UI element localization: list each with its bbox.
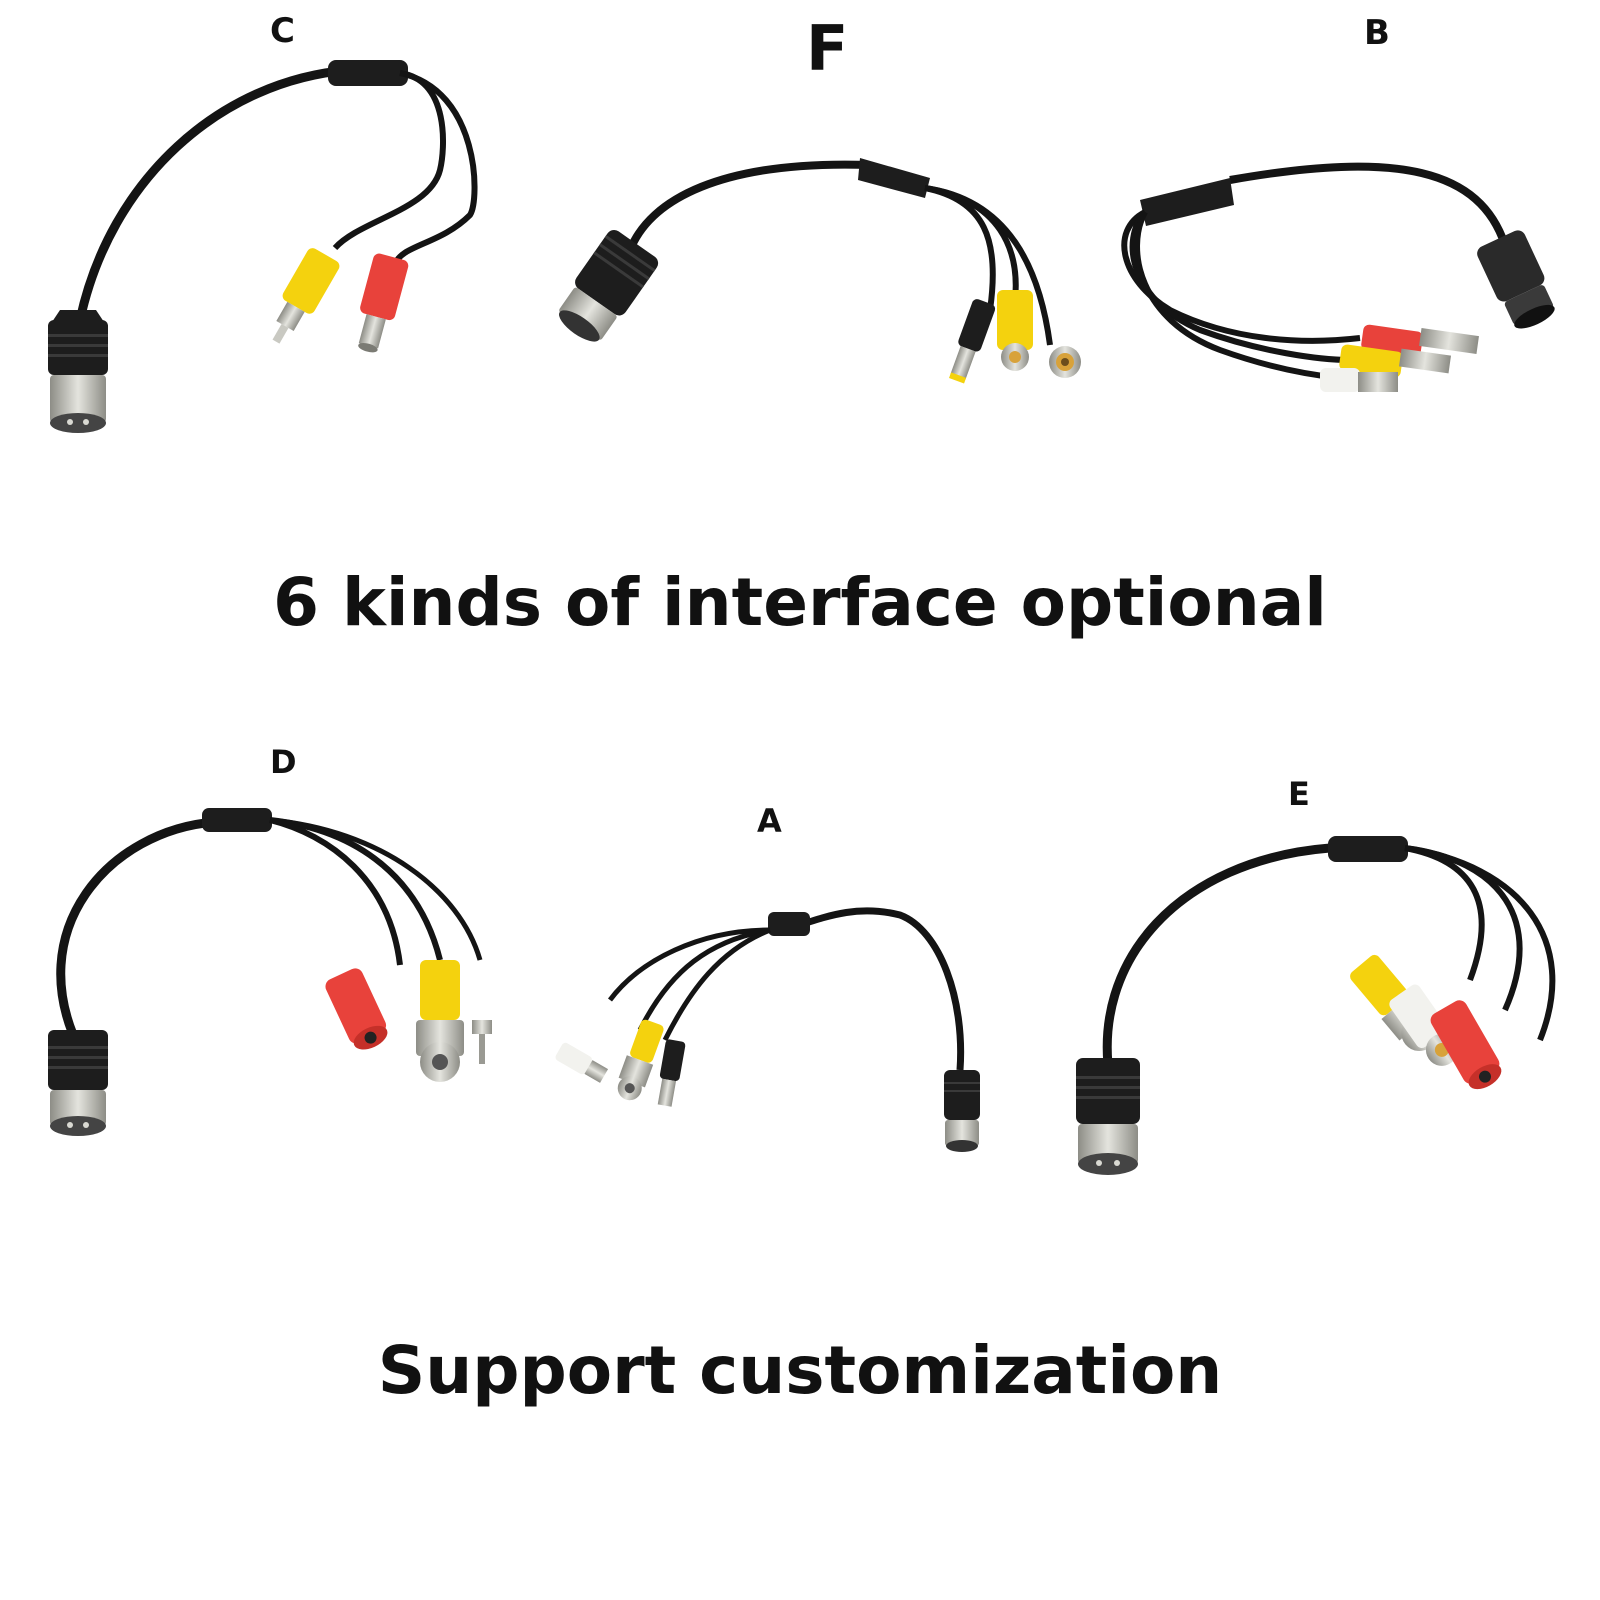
pin-plug-d [472,1020,492,1064]
label-c: C [270,11,295,51]
label-f: F [806,12,849,85]
bnc-connector-d [416,960,464,1082]
splitter-b [1140,178,1234,226]
splitter-a [768,912,810,936]
label-a: A [757,802,782,840]
rca-jack-white-a [555,1042,609,1083]
splitter-c [328,60,408,86]
cable-c [48,60,478,433]
label-b: B [1364,13,1390,53]
rca-jack-white-b [1320,368,1398,392]
rca-plug-yellow-b [1339,344,1452,378]
dc-plug-a [657,1039,686,1107]
aviation-connector-d [48,1030,108,1136]
dc-jack-red-e [1430,1000,1502,1090]
cable-a [555,907,980,1152]
headline-interface-options: 6 kinds of interface optional [273,564,1327,641]
cable-f [558,158,1081,384]
label-e: E [1288,775,1310,813]
aviation-connector-e [1076,1058,1140,1175]
headline-support-customization: Support customization [377,1332,1223,1409]
dc-jack-red-d [325,968,388,1050]
aviation-connector-b [1477,230,1555,329]
rca-plug-yellow [272,248,340,344]
label-d: D [270,743,297,781]
aviation-connector-a [944,1070,980,1152]
dc-plug-red [358,253,409,353]
cable-d [48,808,492,1136]
rca-jack-yellow-f [997,290,1033,371]
bnc-connector-a [617,1019,664,1101]
cable-b [1121,162,1555,392]
aviation-connector-c [48,310,108,433]
aviation-connector-f [558,229,659,342]
cable-e [1076,836,1556,1175]
dc-plug-f [949,299,996,384]
splitter-e [1328,836,1408,862]
rca-jack-gold-f [1049,346,1081,378]
splitter-d [202,808,272,832]
splitter-f [858,158,930,198]
